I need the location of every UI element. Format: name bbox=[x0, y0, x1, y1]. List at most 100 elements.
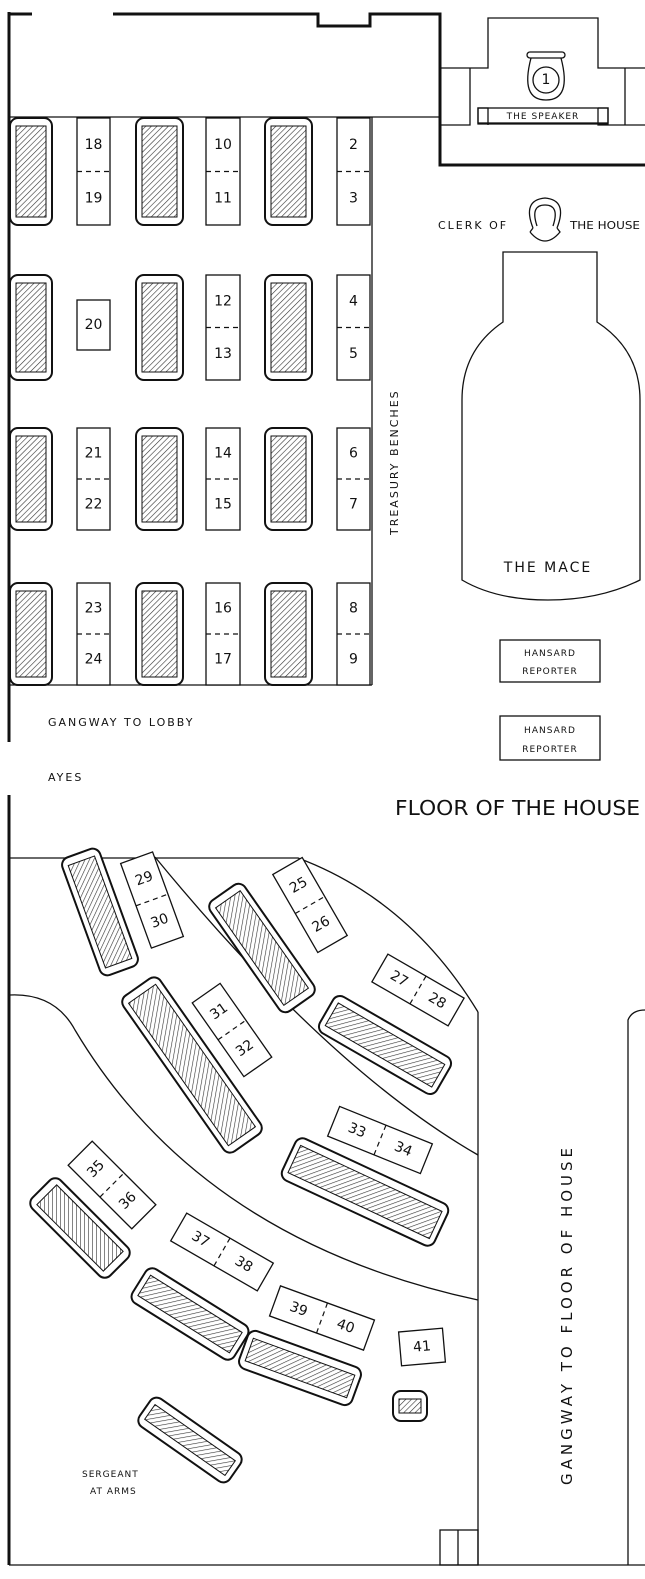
curved-group bbox=[130, 1267, 250, 1361]
seat-pair: 14 15 bbox=[205, 427, 241, 531]
bench bbox=[264, 427, 313, 531]
hansard-reporter-2: HANSARD REPORTER bbox=[499, 715, 601, 761]
seat-number[interactable]: 23 bbox=[85, 601, 103, 617]
gangway-to-floor-label: GANGWAY TO FLOOR OF HOUSE bbox=[558, 1144, 576, 1485]
bench bbox=[135, 117, 184, 226]
seat-number[interactable]: 28 bbox=[425, 990, 448, 1013]
curved-group bbox=[208, 882, 316, 1014]
seat-number[interactable]: 20 bbox=[85, 317, 103, 333]
curved-group bbox=[137, 1396, 243, 1484]
sergeant-label: SERGEANT bbox=[82, 1470, 139, 1480]
seat-number[interactable]: 14 bbox=[214, 446, 232, 462]
seat-number[interactable]: 11 bbox=[214, 190, 232, 206]
sergeant-label: AT ARMS bbox=[90, 1487, 137, 1497]
bench-cushion bbox=[36, 1184, 124, 1272]
curved-group bbox=[121, 976, 263, 1154]
floor-of-the-house-label: FLOOR OF THE HOUSE bbox=[395, 796, 640, 820]
bench bbox=[137, 1396, 243, 1484]
curved-group bbox=[238, 1329, 362, 1407]
bench-cushion bbox=[141, 435, 178, 523]
bench-cushion bbox=[270, 282, 307, 373]
seat-number[interactable]: 33 bbox=[346, 1120, 369, 1142]
seat-number[interactable]: 39 bbox=[287, 1299, 309, 1320]
bench bbox=[264, 582, 313, 686]
seat-number[interactable]: 41 bbox=[412, 1338, 431, 1355]
bench-cushion bbox=[244, 1337, 356, 1399]
bench bbox=[392, 1390, 428, 1422]
seat-number[interactable]: 12 bbox=[214, 293, 232, 309]
bench bbox=[9, 427, 53, 531]
curved-group: 33 34 bbox=[326, 1105, 434, 1175]
bench bbox=[280, 1137, 450, 1247]
clerk-of-the-house: CLERK OF THE HOUSE bbox=[438, 197, 640, 242]
seat-number[interactable]: 26 bbox=[310, 913, 334, 936]
bench-cushion bbox=[15, 282, 47, 373]
bench bbox=[9, 117, 53, 226]
bottom-walls: GANGWAY TO FLOOR OF HOUSE SERGEANT AT AR… bbox=[7, 795, 645, 1566]
seat-number[interactable]: 7 bbox=[349, 497, 358, 513]
curved-group: 27 28 bbox=[371, 953, 465, 1027]
seat-number[interactable]: 21 bbox=[85, 446, 103, 462]
seat-number[interactable]: 40 bbox=[334, 1316, 356, 1337]
bench bbox=[130, 1267, 250, 1361]
curved-group bbox=[317, 994, 453, 1096]
seat-number[interactable]: 27 bbox=[387, 968, 410, 991]
curved-group: 29 30 bbox=[119, 851, 185, 949]
bench-cushion bbox=[214, 889, 310, 1007]
seat-pair: 45 bbox=[336, 274, 371, 381]
speaker-label: THE SPEAKER bbox=[506, 112, 580, 122]
hansard-label: HANSARD bbox=[524, 726, 576, 736]
clerk-label-right: THE HOUSE bbox=[569, 219, 640, 232]
seat-number[interactable]: 4 bbox=[349, 293, 358, 309]
seat-number[interactable]: 25 bbox=[287, 874, 310, 897]
curved-group: 41 bbox=[397, 1327, 447, 1367]
bench-cushion bbox=[141, 590, 178, 678]
seat-number[interactable]: 9 bbox=[349, 652, 358, 668]
seat-number[interactable]: 15 bbox=[214, 497, 232, 513]
bench bbox=[135, 427, 184, 531]
seat-number[interactable]: 34 bbox=[392, 1139, 415, 1161]
hansard-reporter-1: HANSARD REPORTER bbox=[499, 639, 601, 683]
curved-group: 37 38 bbox=[169, 1212, 275, 1292]
seat-number[interactable]: 8 bbox=[349, 601, 358, 617]
bench-cushion bbox=[15, 125, 47, 218]
seat-number[interactable]: 37 bbox=[189, 1228, 212, 1251]
bench bbox=[208, 882, 316, 1014]
seat-pair: 23 bbox=[336, 117, 371, 226]
seat-number[interactable]: 29 bbox=[133, 868, 155, 889]
bench bbox=[121, 976, 263, 1154]
bench-cushion bbox=[141, 282, 178, 373]
curved-group bbox=[280, 1137, 450, 1247]
bench-cushion bbox=[287, 1144, 443, 1240]
bench-cushion bbox=[67, 855, 133, 969]
seat-number[interactable]: 16 bbox=[214, 601, 232, 617]
seat-number[interactable]: 24 bbox=[85, 652, 103, 668]
bench-cushion bbox=[141, 125, 178, 218]
seat-number[interactable]: 19 bbox=[85, 190, 103, 206]
seat-number[interactable]: 6 bbox=[349, 446, 358, 462]
bench bbox=[135, 582, 184, 686]
seat-number[interactable]: 30 bbox=[149, 911, 171, 932]
bench bbox=[9, 274, 53, 381]
seat-number[interactable]: 13 bbox=[214, 346, 232, 362]
seat-number: 1 bbox=[542, 72, 551, 88]
hansard-label: REPORTER bbox=[522, 745, 578, 755]
seat-number[interactable]: 10 bbox=[214, 137, 232, 153]
curved-group bbox=[392, 1390, 428, 1422]
seat-number[interactable]: 2 bbox=[349, 137, 358, 153]
gangway-to-lobby-label: GANGWAY TO LOBBY bbox=[48, 716, 194, 729]
seat-pair: 29 30 bbox=[119, 851, 185, 949]
seat-number[interactable]: 22 bbox=[85, 497, 103, 513]
mace-label: THE MACE bbox=[503, 560, 592, 576]
seat-number[interactable]: 5 bbox=[349, 346, 358, 362]
seat-number[interactable]: 38 bbox=[232, 1253, 255, 1276]
seat-number[interactable]: 3 bbox=[349, 190, 358, 206]
seat-number[interactable]: 18 bbox=[85, 137, 103, 153]
seat-number[interactable]: 17 bbox=[214, 652, 232, 668]
